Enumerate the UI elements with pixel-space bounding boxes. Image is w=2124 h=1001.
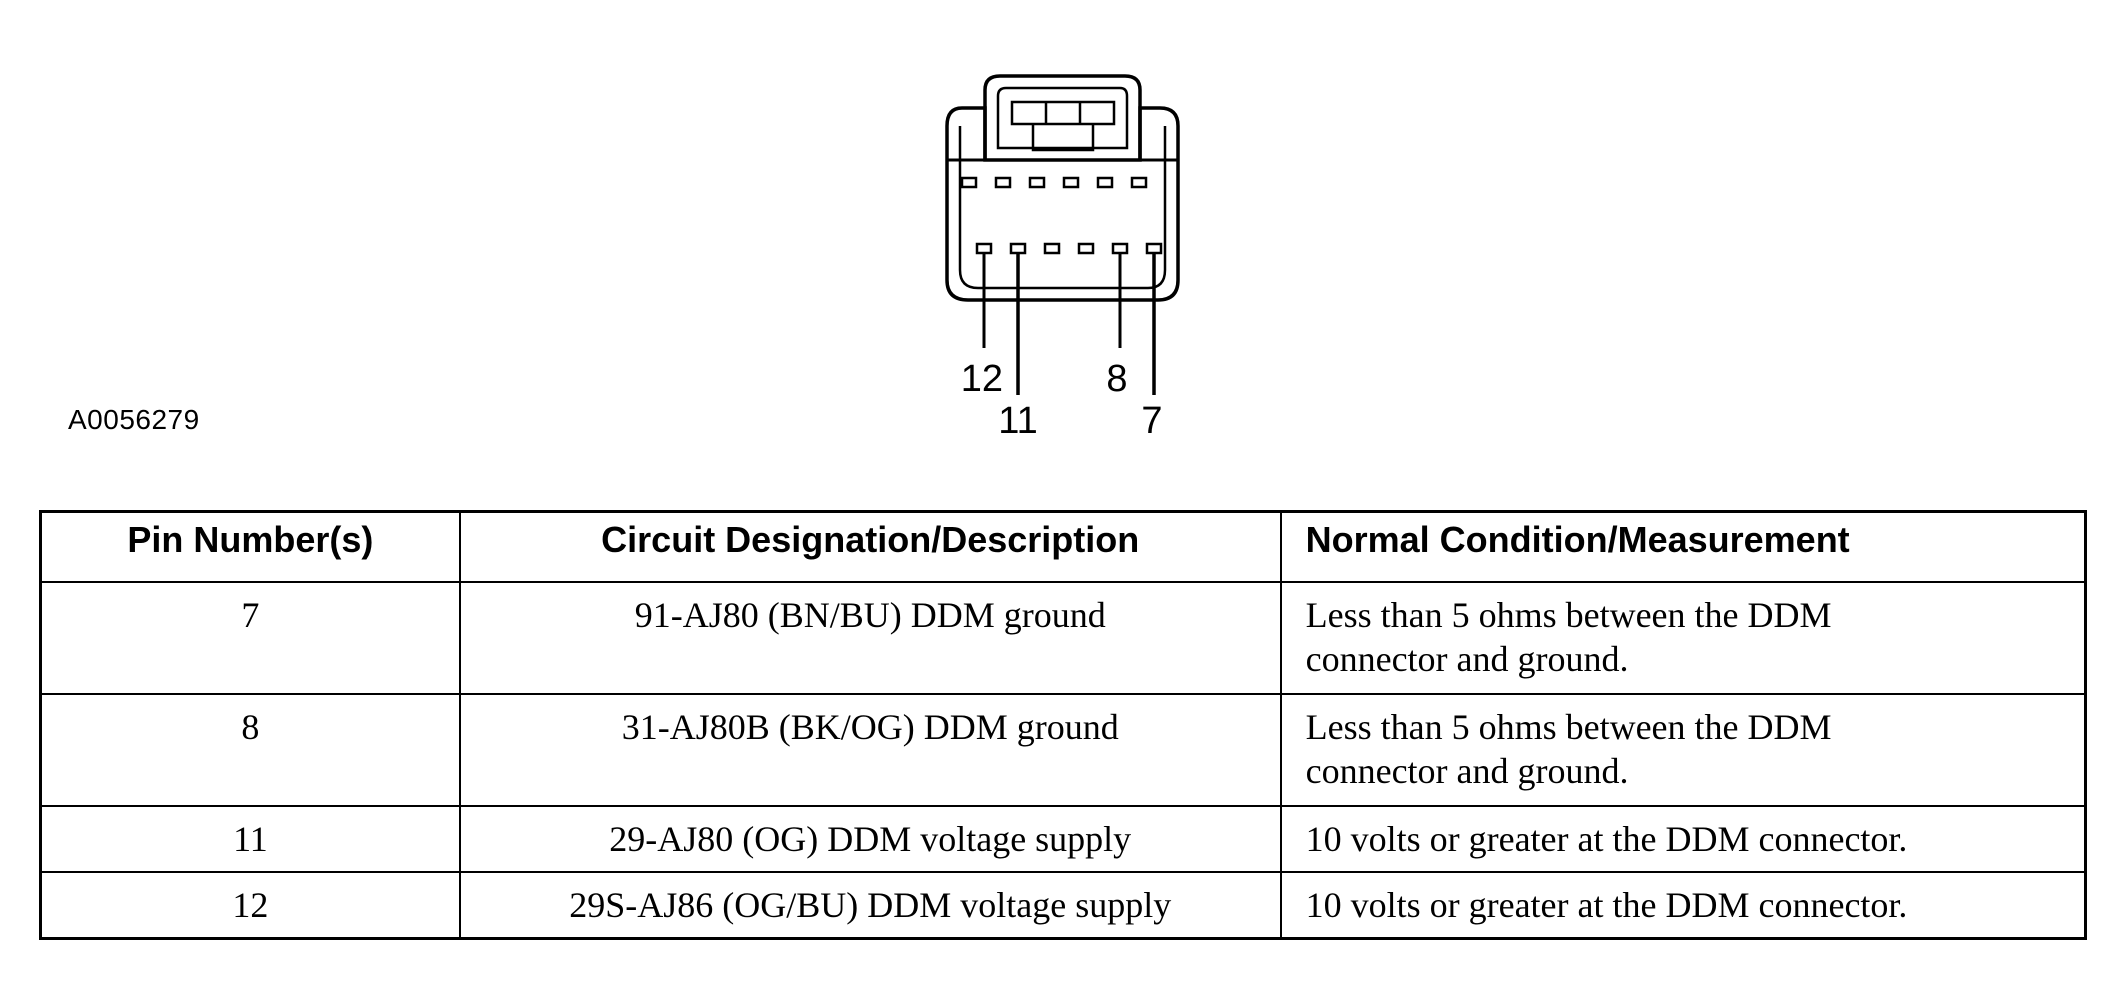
table-header-row: Pin Number(s) Circuit Designation/Descri… bbox=[39, 510, 2087, 583]
pin-label-11: 11 bbox=[998, 400, 1037, 442]
pin-label-8: 8 bbox=[1106, 358, 1127, 400]
cell-circuit: 29S-AJ86 (OG/BU) DDM voltage supply bbox=[458, 871, 1282, 940]
condition-line-1: 10 volts or greater at the DDM connector… bbox=[1305, 819, 1908, 859]
connector-housing-inner-ledge bbox=[958, 126, 1167, 290]
pin-label-12: 12 bbox=[961, 358, 1003, 400]
cell-circuit: 91-AJ80 (BN/BU) DDM ground bbox=[458, 581, 1282, 695]
cell-pin: 11 bbox=[39, 805, 461, 873]
latch-outer bbox=[983, 74, 1142, 160]
latch-tab bbox=[1010, 100, 1116, 126]
cell-condition: 10 volts or greater at the DDM connector… bbox=[1279, 871, 2087, 940]
figure-id: A0056279 bbox=[68, 404, 200, 435]
table-row: 8 31-AJ80B (BK/OG) DDM ground Less than … bbox=[39, 693, 2087, 807]
pin-label-7: 7 bbox=[1141, 400, 1162, 442]
cell-pin: 7 bbox=[39, 581, 461, 695]
cell-pin: 8 bbox=[39, 693, 461, 807]
condition-line-1: 10 volts or greater at the DDM connector… bbox=[1305, 885, 1908, 925]
condition-line-1: Less than 5 ohms between the DDM bbox=[1305, 707, 1832, 747]
header-circuit: Circuit Designation/Description bbox=[458, 510, 1282, 583]
condition-line-2: connector and ground. bbox=[1305, 639, 1629, 679]
condition-line-2: connector and ground. bbox=[1305, 751, 1629, 791]
cell-pin: 12 bbox=[39, 871, 461, 940]
latch-inner bbox=[996, 86, 1129, 150]
latch-stem bbox=[1031, 124, 1095, 152]
cell-condition: 10 volts or greater at the DDM connector… bbox=[1279, 805, 2087, 873]
table-row: 7 91-AJ80 (BN/BU) DDM ground Less than 5… bbox=[39, 581, 2087, 695]
condition-line-1: Less than 5 ohms between the DDM bbox=[1305, 595, 1832, 635]
table-row: 11 29-AJ80 (OG) DDM voltage supply 10 vo… bbox=[39, 805, 2087, 873]
top-pin-row bbox=[960, 176, 1148, 189]
connector-face-drawing: 12 11 8 7 bbox=[945, 74, 1180, 442]
header-pin-number: Pin Number(s) bbox=[39, 510, 461, 583]
table-row: 12 29S-AJ86 (OG/BU) DDM voltage supply 1… bbox=[39, 871, 2087, 940]
header-condition: Normal Condition/Measurement bbox=[1279, 510, 2087, 583]
cell-circuit: 29-AJ80 (OG) DDM voltage supply bbox=[458, 805, 1282, 873]
pin-table: Pin Number(s) Circuit Designation/Descri… bbox=[39, 510, 2087, 940]
connector-housing-outline bbox=[945, 106, 1180, 302]
connector-diagram: 12 11 8 7 A0056279 bbox=[0, 0, 2124, 460]
bottom-pin-row bbox=[975, 242, 1163, 255]
cell-circuit: 31-AJ80B (BK/OG) DDM ground bbox=[458, 693, 1282, 807]
